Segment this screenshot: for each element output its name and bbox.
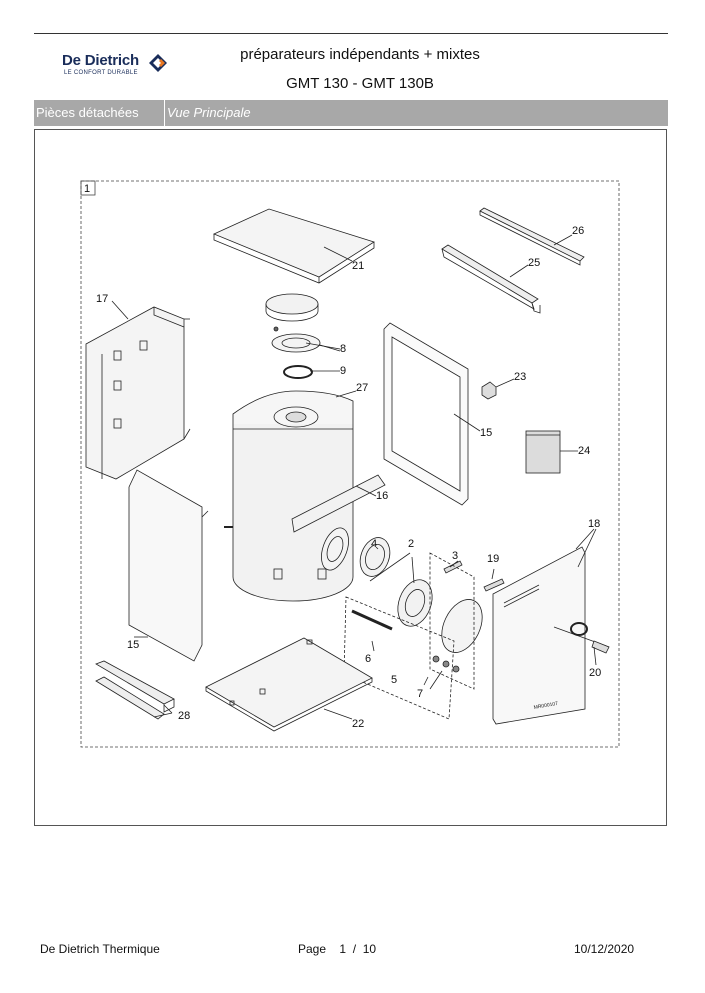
brand-logo: De Dietrich LE CONFORT DURABLE bbox=[62, 50, 182, 84]
diamond-logo-icon bbox=[149, 54, 167, 72]
part-label-26: 26 bbox=[572, 225, 584, 237]
part-label-2: 2 bbox=[408, 538, 414, 550]
document-title: préparateurs indépendants + mixtes bbox=[240, 46, 480, 63]
part-label-22: 22 bbox=[352, 718, 364, 730]
part-label-7: 7 bbox=[417, 688, 423, 700]
part-label-24: 24 bbox=[578, 445, 590, 457]
brand-tagline: LE CONFORT DURABLE bbox=[64, 70, 138, 76]
section-bar: Pièces détachées Vue Principale bbox=[34, 100, 668, 126]
footer-company: De Dietrich Thermique bbox=[40, 942, 160, 956]
page-number: 1 bbox=[339, 942, 347, 956]
part-label-21: 21 bbox=[352, 260, 364, 272]
brand-name: De Dietrich bbox=[62, 52, 139, 69]
view-label: Vue Principale bbox=[167, 105, 251, 120]
part-label-15-left: 15 bbox=[127, 639, 139, 651]
part-label-16: 16 bbox=[376, 490, 388, 502]
page-total: 10 bbox=[362, 942, 377, 956]
page-word: Page bbox=[298, 942, 327, 956]
part-label-20: 20 bbox=[589, 667, 601, 679]
diagram-frame bbox=[34, 129, 667, 826]
part-label-23: 23 bbox=[514, 371, 526, 383]
part-label-3: 3 bbox=[452, 550, 458, 562]
part-label-17: 17 bbox=[96, 293, 108, 305]
part-label-18: 18 bbox=[588, 518, 600, 530]
part-label-8: 8 bbox=[340, 343, 346, 355]
part-label-4: 4 bbox=[371, 538, 377, 550]
part-label-15-right: 15 bbox=[480, 427, 492, 439]
part-label-27: 27 bbox=[356, 382, 368, 394]
part-label-19: 19 bbox=[487, 553, 499, 565]
page-separator: / bbox=[352, 942, 357, 956]
part-label-6: 6 bbox=[365, 653, 371, 665]
part-label-5: 5 bbox=[391, 674, 397, 686]
part-label-28: 28 bbox=[178, 710, 190, 722]
drawing-code: MR000107 bbox=[533, 701, 558, 711]
group-marker: 1 bbox=[84, 183, 90, 195]
footer-page: Page 1 / 10 bbox=[298, 942, 376, 956]
section-label: Pièces détachées bbox=[34, 100, 165, 126]
header-rule bbox=[34, 33, 668, 34]
footer-date: 10/12/2020 bbox=[574, 942, 635, 956]
model-title: GMT 130 - GMT 130B bbox=[286, 75, 434, 92]
part-label-25: 25 bbox=[528, 257, 540, 269]
exploded-view-diagram: 1 26 21 25 17 8 9 23 27 15 24 16 18 4 2 … bbox=[80, 180, 620, 748]
part-label-9: 9 bbox=[340, 365, 346, 377]
